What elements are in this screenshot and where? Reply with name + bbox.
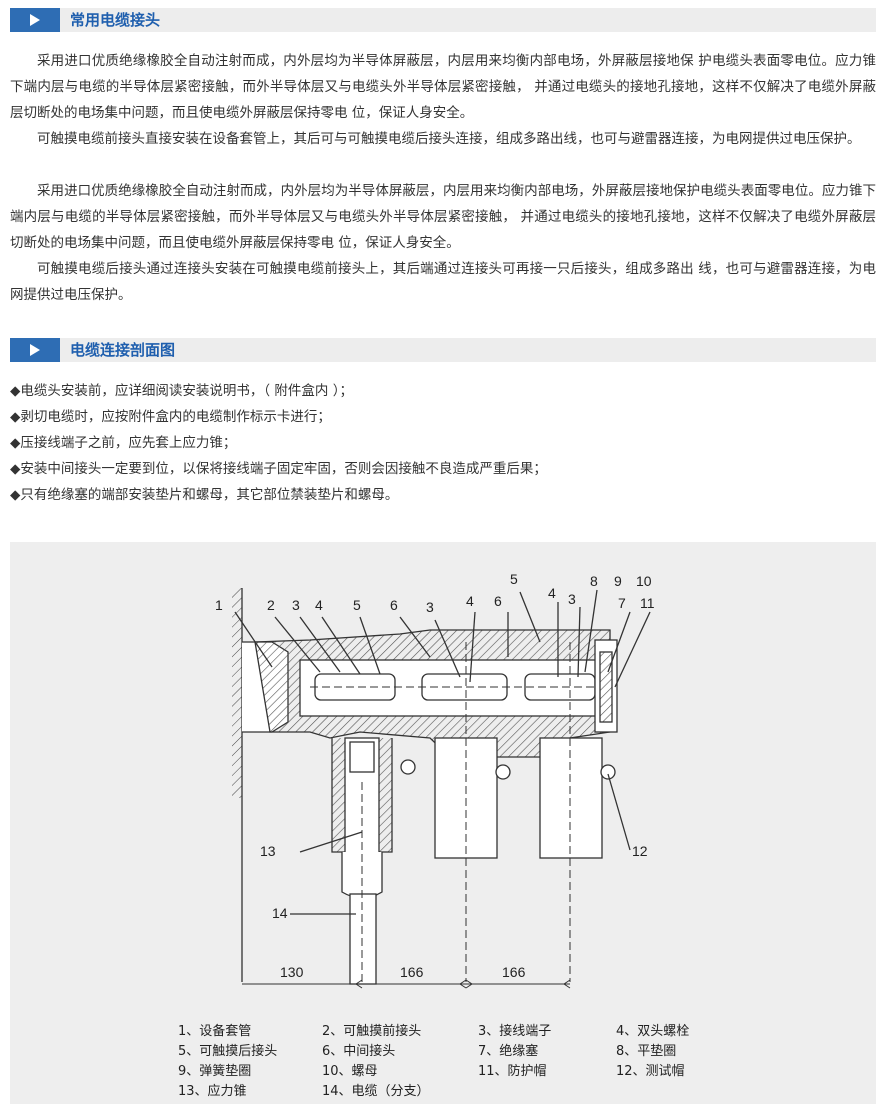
dimension-label: 166 [502,964,526,980]
callout-label: 9 [614,573,622,589]
callout-label: 7 [618,595,626,611]
callout-label: 4 [466,593,474,609]
legend-item: 8、平垫圈 [616,1044,677,1059]
section-title: 常用电缆接头 [70,11,161,29]
legend-item: 10、螺母 [322,1064,378,1079]
dimension-label: 166 [400,964,424,980]
paragraph-4: 可触摸电缆后接头通过连接头安装在可触摸电缆前接头上，其后端通过连接头可再接一只后… [10,261,876,303]
callout-label: 3 [292,597,300,613]
callout-label: 5 [353,597,361,613]
legend-item: 1、设备套管 [178,1024,252,1039]
callout-label: 2 [267,597,275,613]
legend-item: 6、中间接头 [322,1044,396,1059]
section-header-common-cable-joint: 常用电缆接头 [10,8,876,32]
section-title: 电缆连接剖面图 [70,341,176,359]
callout-label: 11 [640,595,655,611]
callout-label: 10 [636,573,652,589]
legend-item: 14、电缆（分支） [322,1084,430,1099]
legend-item: 4、双头螺栓 [616,1024,690,1039]
note-item: ◆安装中间接头一定要到位，以保将接线端子固定牢固，否则会因接触不良造成严重后果； [10,461,547,477]
section-header-cross-section: 电缆连接剖面图 [10,338,876,362]
callout-label: 13 [260,843,276,859]
callout-label: 3 [426,599,434,615]
legend-item: 7、绝缘塞 [478,1044,539,1059]
play-arrow-icon [10,8,60,32]
legend-item: 5、可触摸后接头 [178,1044,278,1059]
callout-label: 8 [590,573,598,589]
paragraph-3: 采用进口优质绝缘橡胶全自动注射而成，内外层均为半导体屏蔽层，内层用来均衡内部电场… [10,183,876,251]
dimension-label: 130 [280,964,304,980]
installation-notes: ◆电缆头安装前，应详细阅读安装说明书，（ 附件盒内 ）； ◆剥切电缆时，应按附件… [10,378,876,508]
note-item: ◆剥切电缆时，应按附件盒内的电缆制作标示卡进行； [10,409,331,425]
legend-item: 2、可触摸前接头 [322,1024,422,1039]
callout-label: 6 [494,593,502,609]
legend-item: 9、弹簧垫圈 [178,1064,252,1079]
callout-label: 4 [548,585,556,601]
cable-connection-diagram: 1 2 3 4 5 6 3 4 6 5 4 3 8 9 10 7 11 12 1… [10,542,876,1104]
legend-item: 13、应力锥 [178,1084,247,1099]
callout-label: 6 [390,597,398,613]
paragraph-2: 可触摸电缆前接头直接安装在设备套管上，其后可与可触摸电缆后接头连接，组成多路出线… [37,131,861,147]
legend-item: 12、测试帽 [616,1064,685,1079]
note-item: ◆电缆头安装前，应详细阅读安装说明书，（ 附件盒内 ）； [10,383,353,399]
paragraph-1: 采用进口优质绝缘橡胶全自动注射而成，内外层均为半导体屏蔽层，内层用来均衡内部电场… [10,53,876,121]
legend-item: 3、接线端子 [478,1024,552,1039]
note-item: ◆压接线端子之前，应先套上应力锥； [10,435,237,451]
legend-item: 11、防护帽 [478,1064,547,1079]
cross-section-drawing: 1 2 3 4 5 6 3 4 6 5 4 3 8 9 10 7 11 12 1… [215,571,655,989]
note-item: ◆只有绝缘塞的端部安装垫片和螺母，其它部位禁装垫片和螺母。 [10,487,399,503]
callout-label: 4 [315,597,323,613]
callout-label: 5 [510,571,518,587]
callout-label: 14 [272,905,288,921]
callout-label: 1 [215,597,223,613]
callout-label: 3 [568,591,576,607]
play-arrow-icon [10,338,60,362]
callout-label: 12 [632,843,648,859]
